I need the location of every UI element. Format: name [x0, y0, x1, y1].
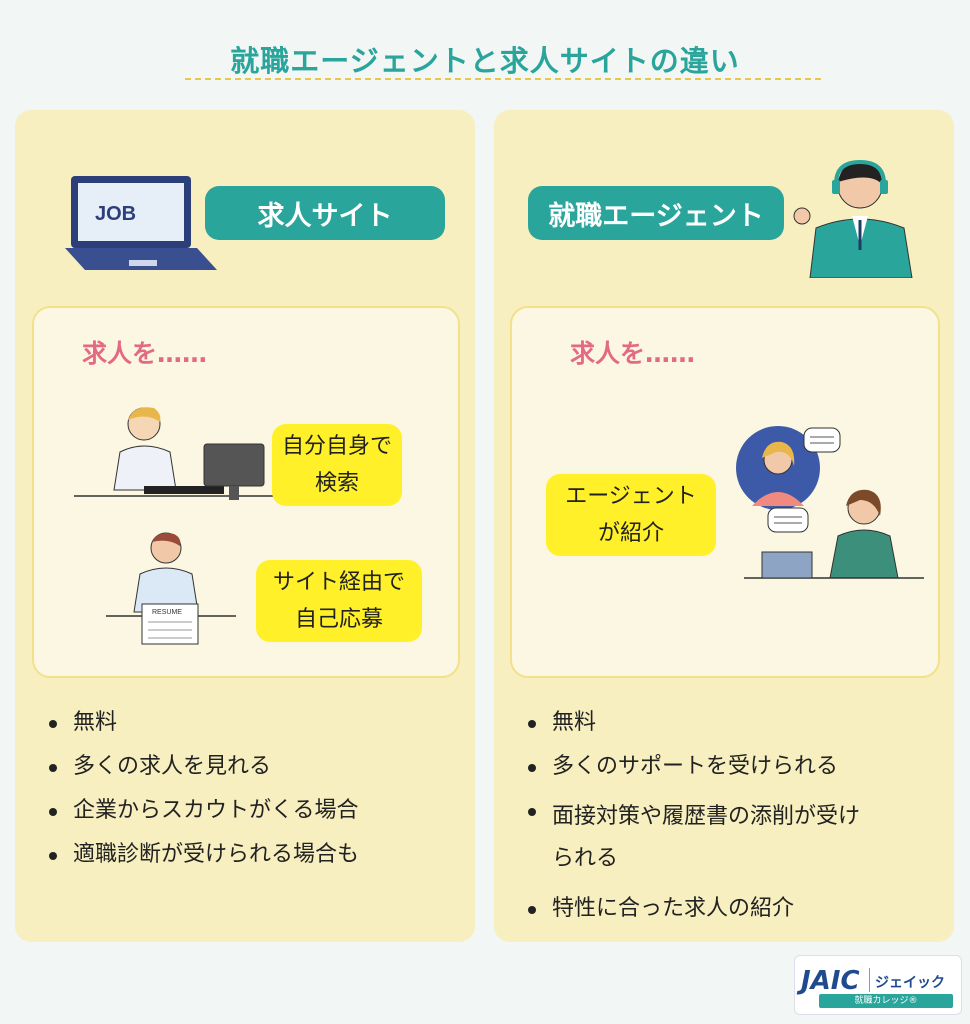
list-item: 特性に合った求人の紹介: [524, 894, 924, 924]
job-site-panel: JOB 求人サイト 求人を…… 自分自身で 検索 RESUME サイト経: [15, 110, 475, 942]
man-with-resume-illustration: RESUME: [106, 532, 236, 645]
list-item: 無料: [45, 708, 359, 738]
agent-inner-card: 求人を…… エージェント が紹介: [510, 306, 940, 678]
laptop-icon: JOB: [65, 176, 217, 270]
agent-panel: 就職エージェント 求人を…… エージェント が紹介: [494, 110, 954, 942]
logo-kana-text: ジェイック: [875, 975, 945, 991]
job-site-heading: 求人を……: [82, 339, 208, 368]
self-apply-bubble: サイト経由で 自己応募: [256, 560, 422, 642]
logo-subtitle: 就職カレッジ®: [819, 994, 953, 1008]
job-site-header: 求人サイト: [205, 186, 445, 240]
agent-header: 就職エージェント: [528, 186, 784, 240]
logo-main-text: JAIC: [801, 966, 860, 996]
logo-separator: [869, 968, 870, 992]
resume-text: RESUME: [152, 609, 182, 616]
jaic-logo: JAIC ジェイック 就職カレッジ®: [794, 955, 962, 1015]
page-title: 就職エージェントと求人サイトの違い: [230, 44, 740, 78]
job-site-feature-list: 無料 多くの求人を見れる 企業からスカウトがくる場合 適職診断が受けられる場合も: [45, 708, 359, 884]
list-item: 多くのサポートを受けられる: [524, 752, 924, 782]
agent-headset-illustration: [793, 159, 913, 278]
list-item: 多くの求人を見れる: [45, 752, 359, 782]
search-yourself-bubble: 自分自身で 検索: [272, 424, 402, 506]
title-underline: [185, 78, 821, 80]
list-item: 企業からスカウトがくる場合: [45, 796, 359, 826]
agent-heading: 求人を……: [570, 339, 696, 368]
list-item: 面接対策や履歴書の添削が受け られる: [524, 796, 924, 880]
list-item: 無料: [524, 708, 924, 738]
agent-call-illustration: [736, 426, 924, 579]
man-at-computer-illustration: [74, 407, 274, 500]
job-site-inner-card: 求人を…… 自分自身で 検索 RESUME サイト経由で 自己応募: [32, 306, 460, 678]
agent-introduces-bubble: エージェント が紹介: [546, 474, 716, 556]
list-item: 適職診断が受けられる場合も: [45, 840, 359, 870]
agent-feature-list: 無料 多くのサポートを受けられる 面接対策や履歴書の添削が受け られる 特性に合…: [524, 708, 924, 938]
laptop-job-text: JOB: [95, 203, 136, 225]
